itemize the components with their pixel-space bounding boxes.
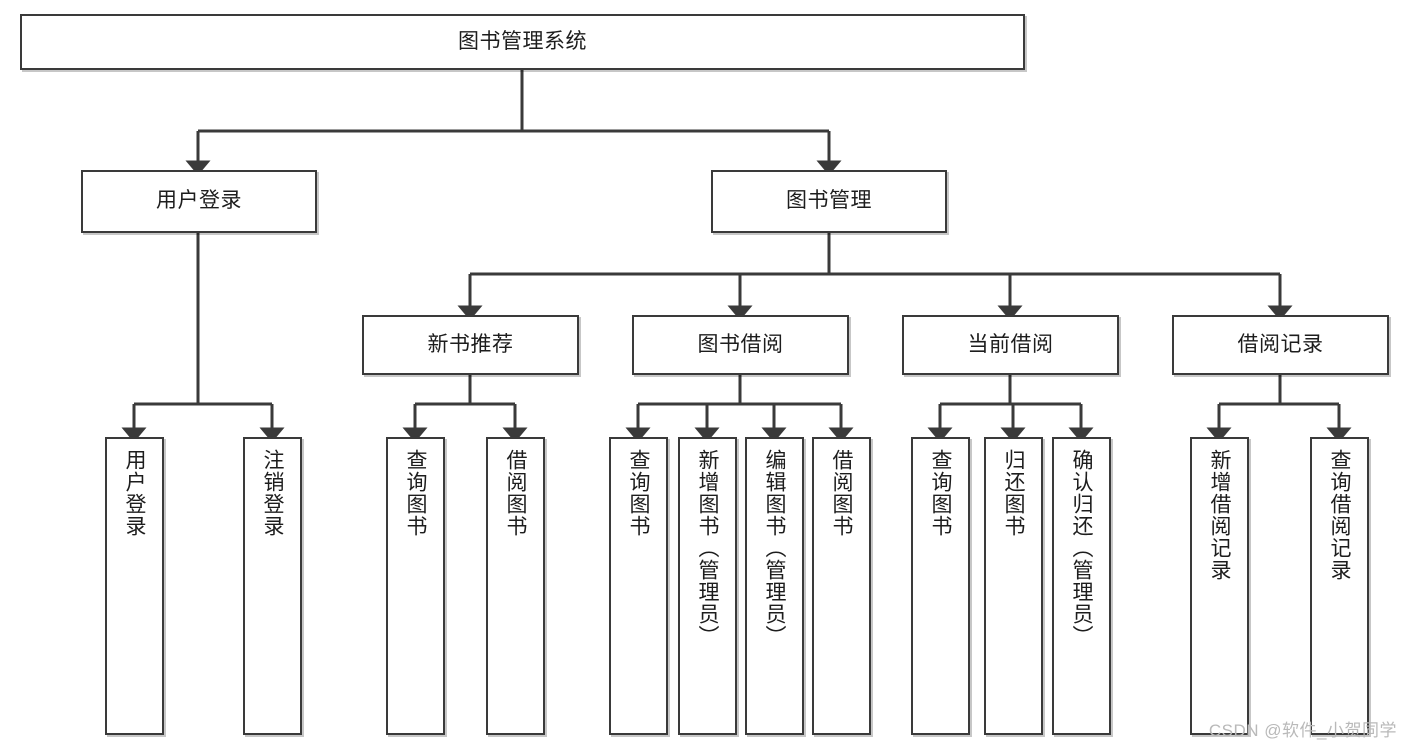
node-leaf-edit-book[interactable]: 编辑图书（管理员） <box>745 437 804 735</box>
node-leaf-add-book[interactable]: 新增图书（管理员） <box>678 437 737 735</box>
node-label: 归还图书 <box>1002 449 1025 537</box>
node-book-borrow[interactable]: 图书借阅 <box>632 315 849 375</box>
node-leaf-logout[interactable]: 注销登录 <box>243 437 302 735</box>
node-leaf-user-login[interactable]: 用户登录 <box>105 437 164 735</box>
node-current-borrow[interactable]: 当前借阅 <box>902 315 1119 375</box>
node-root[interactable]: 图书管理系统 <box>20 14 1025 70</box>
node-label: 查询图书 <box>404 449 427 537</box>
node-book-manage[interactable]: 图书管理 <box>711 170 947 233</box>
watermark: CSDN @软件_小贺同学 <box>1208 721 1397 740</box>
node-label: 借阅记录 <box>1237 332 1324 356</box>
node-label: 图书借阅 <box>697 332 784 356</box>
node-leaf-confirm-return[interactable]: 确认归还（管理员） <box>1052 437 1111 735</box>
node-label: 用户登录 <box>123 449 146 537</box>
node-label: 编辑图书（管理员） <box>763 449 786 647</box>
node-label: 新增图书（管理员） <box>696 449 719 647</box>
node-label: 新书推荐 <box>427 332 514 356</box>
node-label: 当前借阅 <box>967 332 1054 356</box>
node-label: 确认归还（管理员） <box>1070 449 1093 647</box>
node-label: 查询借阅记录 <box>1328 449 1351 581</box>
node-label: 图书管理系统 <box>458 29 587 53</box>
node-label: 借阅图书 <box>504 449 527 537</box>
node-label: 新增借阅记录 <box>1208 449 1231 581</box>
node-label: 图书管理 <box>786 189 872 213</box>
node-leaf-borrow-book-2[interactable]: 借阅图书 <box>812 437 871 735</box>
node-leaf-query-book-1[interactable]: 查询图书 <box>386 437 445 735</box>
node-new-book-recommend[interactable]: 新书推荐 <box>362 315 579 375</box>
node-leaf-borrow-book-1[interactable]: 借阅图书 <box>486 437 545 735</box>
node-borrow-record[interactable]: 借阅记录 <box>1172 315 1389 375</box>
node-label: 查询图书 <box>627 449 650 537</box>
node-leaf-add-record[interactable]: 新增借阅记录 <box>1190 437 1249 735</box>
node-label: 借阅图书 <box>830 449 853 537</box>
node-label: 注销登录 <box>261 449 284 537</box>
node-label: 查询图书 <box>929 449 952 537</box>
node-leaf-query-record[interactable]: 查询借阅记录 <box>1310 437 1369 735</box>
node-leaf-query-book-3[interactable]: 查询图书 <box>911 437 970 735</box>
node-leaf-query-book-2[interactable]: 查询图书 <box>609 437 668 735</box>
node-leaf-return-book[interactable]: 归还图书 <box>984 437 1043 735</box>
node-user-login[interactable]: 用户登录 <box>81 170 317 233</box>
node-label: 用户登录 <box>156 189 242 213</box>
